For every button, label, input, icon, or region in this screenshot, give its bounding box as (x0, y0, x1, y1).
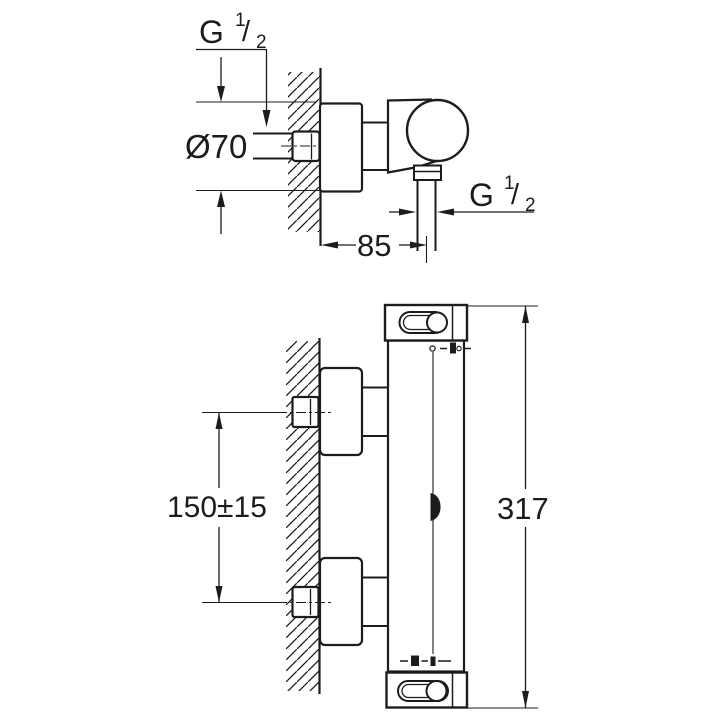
arrowhead-left (437, 208, 454, 216)
dim-supply-thread: G 1 / 2 (196, 10, 271, 127)
escutcheon-flange (318, 102, 364, 193)
arrowhead-up (522, 306, 529, 323)
lower-escutcheon (318, 556, 364, 647)
handle-knob (405, 98, 470, 163)
dim-outlet-thread: G 1 / 2 (389, 173, 536, 216)
supply-thread-label: G (199, 14, 224, 50)
dim-wall-offset: 85 (321, 228, 427, 263)
bottom-cap (385, 671, 469, 709)
temp-scale-marking-top (429, 342, 471, 354)
dim-total-height: 317 (467, 305, 549, 709)
arrowhead-down (522, 691, 529, 708)
arrowhead-up (217, 190, 225, 207)
leader-arrowhead (262, 110, 271, 127)
svg-text:/: / (242, 16, 251, 48)
arrowhead-up (215, 412, 223, 429)
total-height-label: 317 (497, 491, 549, 526)
upper-view: G 1 / 2 Ø70 G 1 / 2 (185, 10, 536, 263)
top-cap (383, 303, 469, 342)
outlet-nut (413, 164, 442, 181)
temp-scale-marking-bottom (400, 655, 451, 666)
svg-text:2: 2 (525, 195, 536, 216)
dim-flange-diameter: Ø70 (185, 57, 320, 234)
arrowhead-right (410, 241, 427, 249)
arrowhead-left (321, 241, 338, 249)
dim-inlet-spacing: 150±15 (167, 411, 280, 604)
svg-text:/: / (511, 179, 520, 211)
wall-hatch (286, 341, 319, 691)
svg-text:1: 1 (504, 173, 515, 194)
inlet-pipe (253, 132, 293, 160)
arrowhead-down (215, 586, 223, 603)
outlet-thread-label: G (469, 177, 494, 213)
lower-mount (277, 556, 388, 647)
inlet-spacing-label: 150±15 (167, 491, 267, 524)
mixer-body-front (386, 339, 466, 673)
flange-diameter-label: Ø70 (185, 128, 247, 165)
logo-mark (430, 493, 441, 521)
arrowhead-down (217, 86, 225, 102)
lower-view: 150±15 317 (167, 303, 549, 709)
mixer-neck (362, 121, 389, 171)
svg-text:2: 2 (256, 32, 267, 53)
bottom-lever-knob (425, 680, 448, 702)
upper-mount (277, 366, 388, 457)
upper-escutcheon (318, 366, 364, 457)
arrowhead-right (399, 208, 416, 216)
wall-offset-label: 85 (357, 228, 391, 263)
svg-text:1: 1 (235, 10, 246, 31)
top-lever-knob (426, 311, 448, 334)
outlet-pipe (416, 180, 437, 263)
